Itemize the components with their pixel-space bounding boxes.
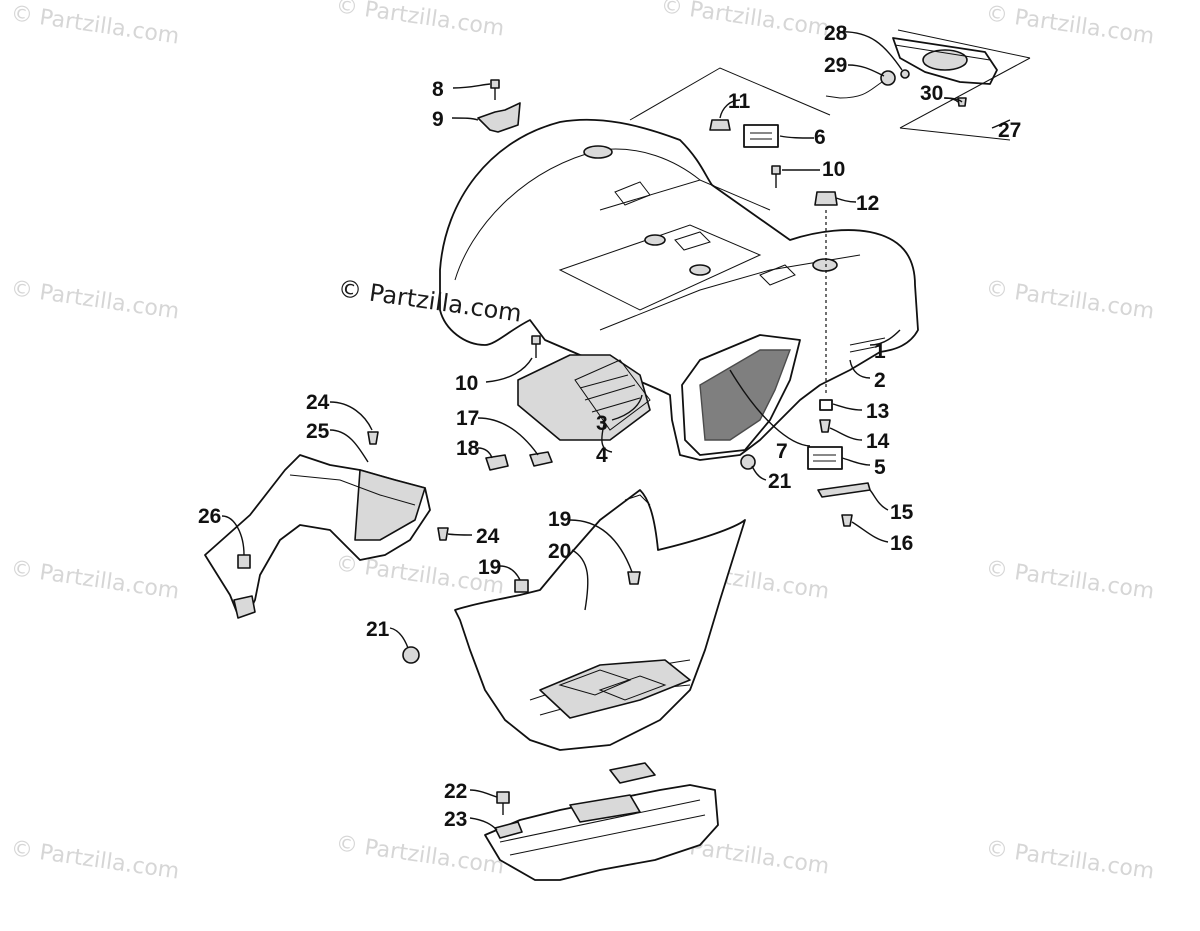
callout-16: 16 (890, 532, 913, 555)
callout-14: 14 (866, 430, 890, 453)
callout-9: 9 (432, 108, 444, 131)
watermark: © Partzilla.com (334, 831, 506, 879)
callout-21: 21 (366, 618, 390, 641)
callout-24: 24 (306, 391, 330, 414)
callout-10: 10 (822, 158, 845, 181)
callout-21: 21 (768, 470, 792, 493)
callout-20: 20 (548, 540, 571, 563)
callout-labels: 1 2 3 4 5 6 7 8 9 10 10 11 12 13 14 15 1… (198, 22, 1021, 831)
callout-10: 10 (455, 372, 478, 395)
callout-1: 1 (874, 340, 886, 363)
callout-5: 5 (874, 456, 886, 479)
watermark: © Partzilla.com (334, 0, 506, 42)
callout-25: 25 (306, 420, 330, 443)
footrest-bracket (484, 762, 719, 881)
footwell (454, 489, 746, 751)
callout-28: 28 (824, 22, 848, 45)
callout-19: 19 (548, 508, 571, 531)
callout-19: 19 (478, 556, 501, 579)
watermark: © Partzilla.com (984, 1, 1156, 49)
callout-12: 12 (856, 192, 879, 215)
rear-fender (439, 118, 919, 461)
callout-24: 24 (476, 525, 500, 548)
callout-2: 2 (874, 369, 886, 392)
tail-light (825, 29, 1031, 141)
callout-30: 30 (920, 82, 943, 105)
watermark: © Partzilla.com (9, 836, 181, 884)
watermark: © Partzilla.com (9, 276, 181, 324)
watermark: © Partzilla.com (9, 1, 181, 49)
callout-8: 8 (432, 78, 444, 101)
callout-17: 17 (456, 407, 479, 430)
callout-7: 7 (776, 440, 788, 463)
leader-lines (221, 31, 1011, 831)
callout-15: 15 (890, 501, 914, 524)
watermark: © Partzilla.com (984, 556, 1156, 604)
watermark: © Partzilla.com (984, 836, 1156, 884)
callout-4: 4 (596, 444, 608, 467)
watermark: © Partzilla.com (984, 276, 1156, 324)
callout-23: 23 (444, 808, 467, 831)
watermark: © Partzilla.com (659, 0, 831, 42)
callout-22: 22 (444, 780, 467, 803)
callout-11: 11 (728, 90, 751, 113)
callout-26: 26 (198, 505, 221, 528)
callout-18: 18 (456, 437, 480, 460)
callout-29: 29 (824, 54, 847, 77)
splash-guard (204, 454, 431, 619)
callout-27: 27 (998, 119, 1021, 142)
watermark: © Partzilla.com (9, 556, 181, 604)
hardware (237, 79, 871, 815)
callout-13: 13 (866, 400, 889, 423)
callout-6: 6 (814, 126, 826, 149)
callout-3: 3 (596, 412, 608, 435)
